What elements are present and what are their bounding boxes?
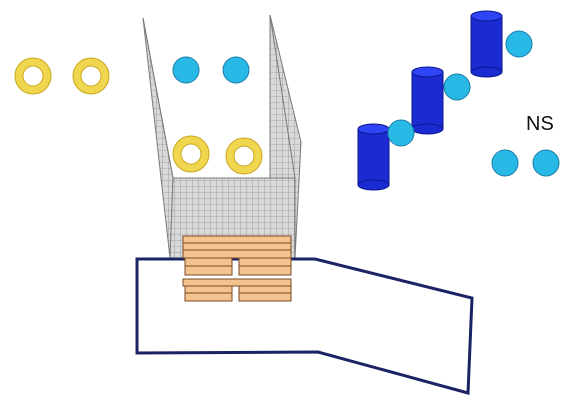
dot-icon bbox=[443, 73, 471, 101]
cylinder-group-1 bbox=[470, 10, 533, 78]
pallet-icon bbox=[182, 278, 292, 287]
left-mesh-edge bbox=[142, 17, 174, 179]
dots-right-bottom bbox=[491, 149, 560, 177]
ring-icon bbox=[73, 58, 109, 94]
dot-icon bbox=[387, 119, 415, 147]
dot-icon bbox=[532, 149, 560, 177]
dot-icon bbox=[172, 56, 200, 84]
dot-icon bbox=[222, 56, 250, 84]
pallet-stack bbox=[182, 235, 292, 302]
cylinder-icon bbox=[357, 128, 390, 186]
dot-icon bbox=[491, 149, 519, 177]
cylinders-and-dots-right bbox=[357, 10, 560, 191]
container-outline bbox=[135, 257, 474, 395]
cylinder-top bbox=[411, 66, 444, 78]
ring-icon bbox=[173, 136, 209, 172]
cylinder-icon bbox=[470, 15, 503, 73]
cylinder-top bbox=[470, 10, 503, 22]
pallet-top bbox=[182, 235, 292, 276]
right-mesh-edge bbox=[269, 14, 296, 179]
rings-left bbox=[14, 57, 110, 95]
cylinder-group-3 bbox=[357, 119, 415, 191]
dots-top-center bbox=[172, 56, 250, 84]
dot-icon bbox=[505, 30, 533, 58]
container-outline-shape bbox=[135, 257, 474, 395]
left-mesh-panel bbox=[142, 17, 174, 259]
pallet-bottom bbox=[182, 278, 292, 302]
cylinder-bottom bbox=[357, 179, 390, 191]
cylinder-top bbox=[357, 123, 390, 135]
cylinder-bottom bbox=[411, 123, 444, 135]
cylinder-bottom bbox=[470, 66, 503, 78]
cylinder-group-2 bbox=[411, 66, 471, 135]
cylinder-icon bbox=[411, 71, 444, 130]
pallet-icon bbox=[182, 235, 292, 259]
ns-label: NS bbox=[526, 113, 554, 135]
ring-icon bbox=[15, 58, 51, 94]
rings-in-cage bbox=[172, 135, 263, 175]
mesh-cage bbox=[142, 14, 302, 259]
ring-icon bbox=[226, 138, 262, 174]
